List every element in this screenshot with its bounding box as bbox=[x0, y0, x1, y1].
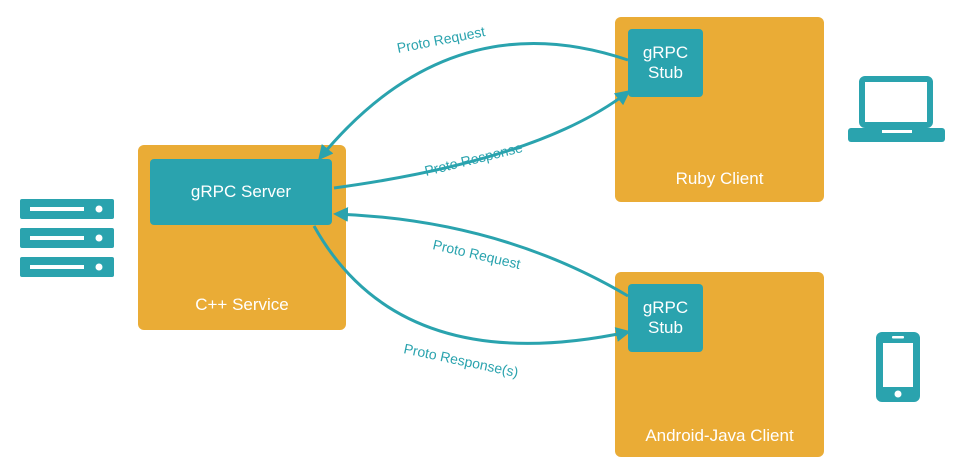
android-client-label: Android-Java Client bbox=[645, 426, 794, 445]
android-response-arrow bbox=[312, 225, 631, 345]
ruby-stub-label: gRPC Stub bbox=[642, 43, 689, 82]
android-request-arrow bbox=[333, 206, 629, 298]
cpp-service-box: gRPC Server C++ Service bbox=[138, 145, 346, 330]
grpc-server-block: gRPC Server bbox=[150, 159, 332, 225]
cpp-service-label: C++ Service bbox=[195, 295, 289, 314]
android-client-box: gRPC Stub Android-Java Client bbox=[615, 272, 824, 457]
ruby-client-label: Ruby Client bbox=[675, 169, 764, 188]
ruby-response-arrow bbox=[333, 90, 631, 190]
ruby-response-label: Proto Response bbox=[423, 139, 524, 179]
ruby-request-arrow bbox=[318, 42, 629, 161]
grpc-server-label: gRPC Server bbox=[190, 182, 292, 201]
android-stub-label: gRPC Stub bbox=[642, 298, 689, 337]
android-grpc-stub: gRPC Stub bbox=[628, 284, 703, 352]
android-response-label: Proto Response(s) bbox=[402, 340, 519, 380]
ruby-grpc-stub: gRPC Stub bbox=[628, 29, 703, 97]
ruby-client-box: gRPC Stub Ruby Client bbox=[615, 17, 824, 202]
